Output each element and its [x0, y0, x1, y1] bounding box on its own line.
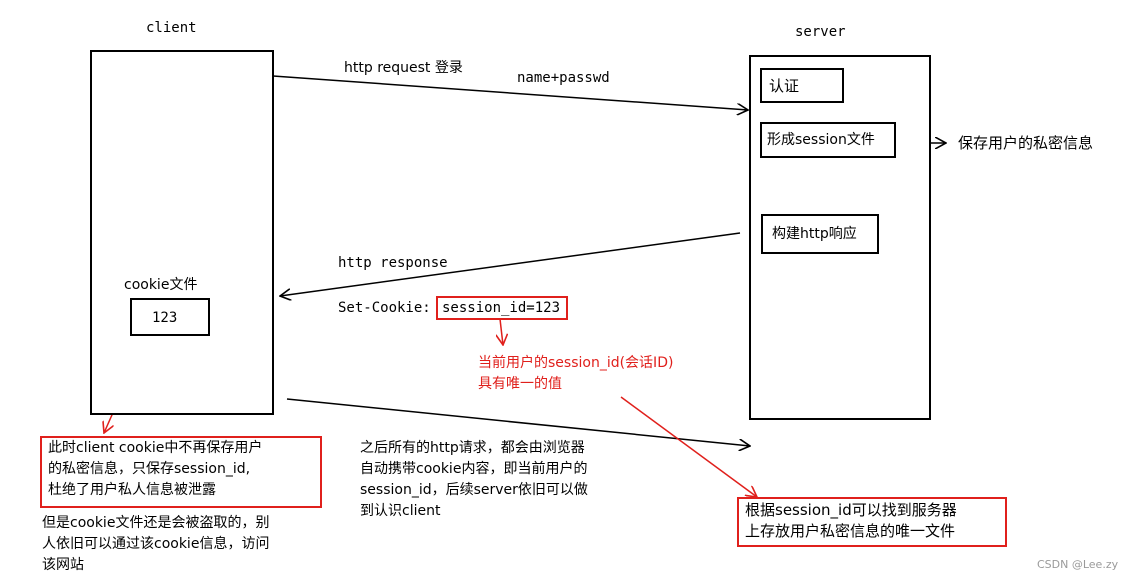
subsequent-requests-line: session_id，后续server依旧可以做	[360, 482, 588, 498]
client-label: client	[146, 20, 197, 36]
server-lookup-note-line: 根据session_id可以找到服务器	[745, 501, 957, 519]
subsequent-requests-line: 自动携带cookie内容，即当前用户的	[360, 461, 588, 477]
response-label: http response	[338, 255, 448, 271]
client-cookie-note-line: 此时client cookie中不再保存用户	[48, 440, 263, 456]
client-cookie-note-line: 杜绝了用户私人信息被泄露	[48, 482, 216, 498]
server-lookup-note-line: 上存放用户私密信息的唯一文件	[745, 522, 956, 540]
watermark: CSDN @Lee.zy	[1037, 558, 1119, 571]
save-note: 保存用户的私密信息	[958, 134, 1094, 152]
session-id-desc-line: 具有唯一的值	[478, 376, 562, 392]
session-id-description: 当前用户的session_id(会话ID) 具有唯一的值	[478, 353, 673, 395]
client-cookie-note: 此时client cookie中不再保存用户 的私密信息，只保存session_…	[48, 438, 262, 501]
request-arrow	[272, 75, 748, 110]
red-arrow-session-desc	[500, 318, 503, 345]
request-params: name+passwd	[517, 70, 610, 86]
set-cookie-prefix: Set-Cookie:	[338, 300, 431, 316]
request-label: http request 登录	[344, 60, 463, 76]
session-id-desc-line: 当前用户的session_id(会话ID)	[478, 355, 674, 371]
session-id-value: session_id=123	[442, 300, 561, 316]
server-label: server	[795, 24, 846, 40]
subsequent-requests-line: 之后所有的http请求，都会由浏览器	[360, 440, 585, 456]
cookie-stolen-note-line: 该网站	[42, 557, 84, 573]
cookie-value: 123	[152, 310, 178, 326]
session-file-box: 形成session文件	[760, 122, 896, 158]
cookie-file-label: cookie文件	[124, 277, 198, 293]
red-arrow-lookup-note	[620, 396, 757, 497]
subsequent-requests-note: 之后所有的http请求，都会由浏览器 自动携带cookie内容，即当前用户的 s…	[360, 438, 588, 522]
auth-box: 认证	[760, 68, 844, 103]
server-lookup-note: 根据session_id可以找到服务器 上存放用户私密信息的唯一文件	[745, 500, 957, 542]
cookie-stolen-note-line: 人依旧可以通过该cookie信息，访问	[42, 536, 270, 552]
cookie-stolen-note: 但是cookie文件还是会被盗取的，别 人依旧可以通过该cookie信息，访问 …	[42, 513, 269, 576]
client-cookie-note-box	[40, 436, 322, 508]
build-response-label: 构建http响应	[772, 226, 857, 242]
server-lookup-note-box	[737, 497, 1007, 547]
cookie-value-box: 123	[130, 298, 210, 336]
subsequent-request-arrow	[286, 398, 750, 446]
session-id-highlight: session_id=123	[436, 296, 568, 320]
cookie-stolen-note-line: 但是cookie文件还是会被盗取的，别	[42, 515, 270, 531]
client-cookie-note-line: 的私密信息，只保存session_id,	[48, 461, 251, 477]
build-response-box: 构建http响应	[761, 214, 879, 254]
auth-label: 认证	[769, 77, 800, 95]
client-box	[90, 50, 274, 415]
subsequent-requests-line: 到认识client	[360, 503, 441, 519]
session-file-label: 形成session文件	[767, 132, 875, 148]
response-arrow	[280, 232, 741, 296]
